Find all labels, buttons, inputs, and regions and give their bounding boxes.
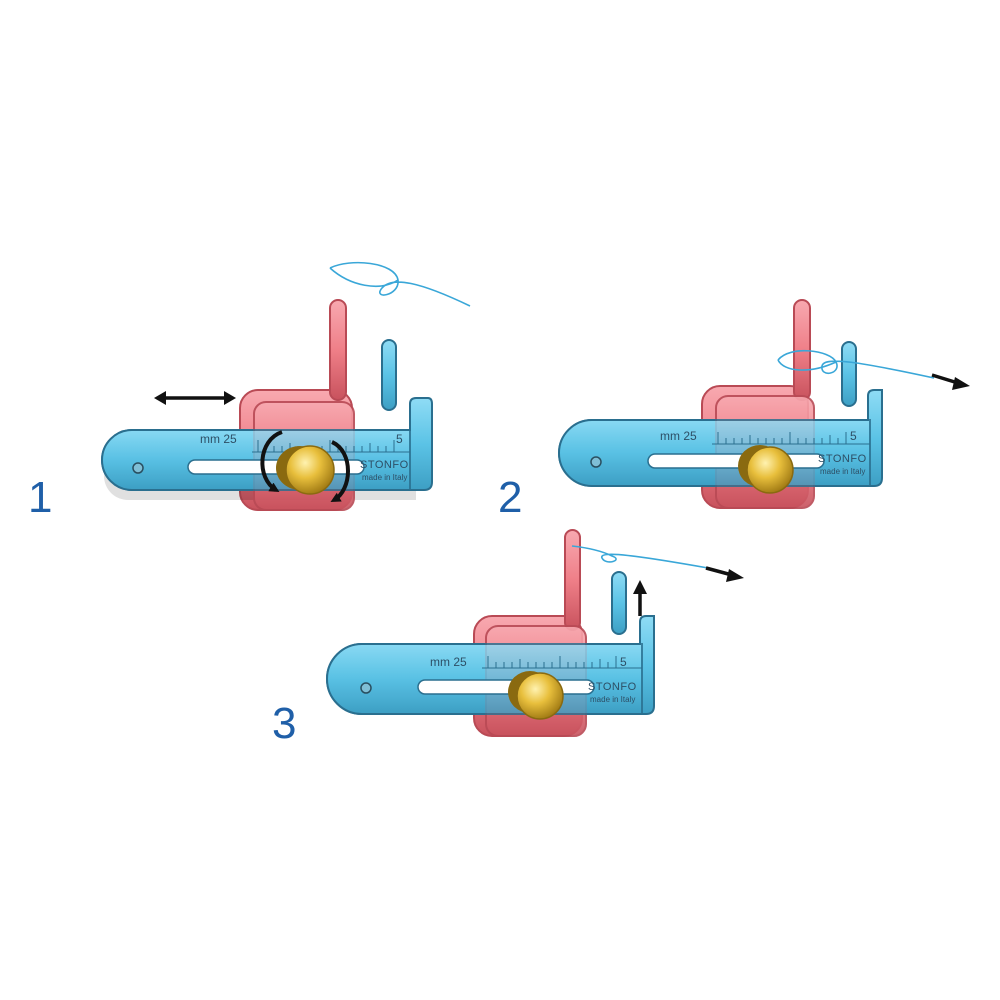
fishing-line xyxy=(571,545,709,569)
blue-post xyxy=(841,341,857,407)
step-3: 3 mm 25 5 STONFO made in Italy xyxy=(272,529,744,748)
up-arrow-icon xyxy=(633,580,647,616)
pull-arrow-icon xyxy=(705,566,744,582)
step-1: 1 mm 25 5 STONFO made in Italy xyxy=(28,261,471,522)
pink-post xyxy=(329,299,347,401)
brand-label: STONFO xyxy=(360,459,409,471)
line-loop xyxy=(777,359,837,371)
step-2: 2 mm 25 5 STONFO made in Italy xyxy=(498,299,970,522)
made-in-label: made in Italy xyxy=(362,473,407,482)
scale-label: mm 25 xyxy=(660,429,697,443)
brand-label: STONFO xyxy=(818,453,867,465)
scale-label: mm 25 xyxy=(200,432,237,446)
scale-end-label: 5 xyxy=(620,655,627,669)
fishing-line xyxy=(329,261,471,307)
lock-knob[interactable] xyxy=(508,671,564,720)
scale-end-label: 5 xyxy=(396,432,403,446)
made-in-label: made in Italy xyxy=(590,695,635,704)
step-number: 2 xyxy=(498,473,522,522)
pink-post xyxy=(564,529,581,631)
rotate-arrow-icon xyxy=(260,430,283,493)
scale-label: mm 25 xyxy=(430,655,467,669)
blue-post xyxy=(381,339,397,411)
line-loop xyxy=(329,267,399,288)
step-number: 1 xyxy=(28,473,52,522)
brand-label: STONFO xyxy=(588,681,637,693)
double-arrow-icon xyxy=(154,391,236,405)
pull-arrow-icon xyxy=(931,373,970,390)
lock-knob[interactable] xyxy=(738,445,794,494)
blue-post xyxy=(611,571,627,635)
scale-end-label: 5 xyxy=(850,429,857,443)
lock-knob[interactable] xyxy=(276,445,335,495)
made-in-label: made in Italy xyxy=(820,467,865,476)
rotate-arrow-icon xyxy=(330,440,350,502)
step-number: 3 xyxy=(272,699,296,748)
fishing-line xyxy=(777,349,935,379)
